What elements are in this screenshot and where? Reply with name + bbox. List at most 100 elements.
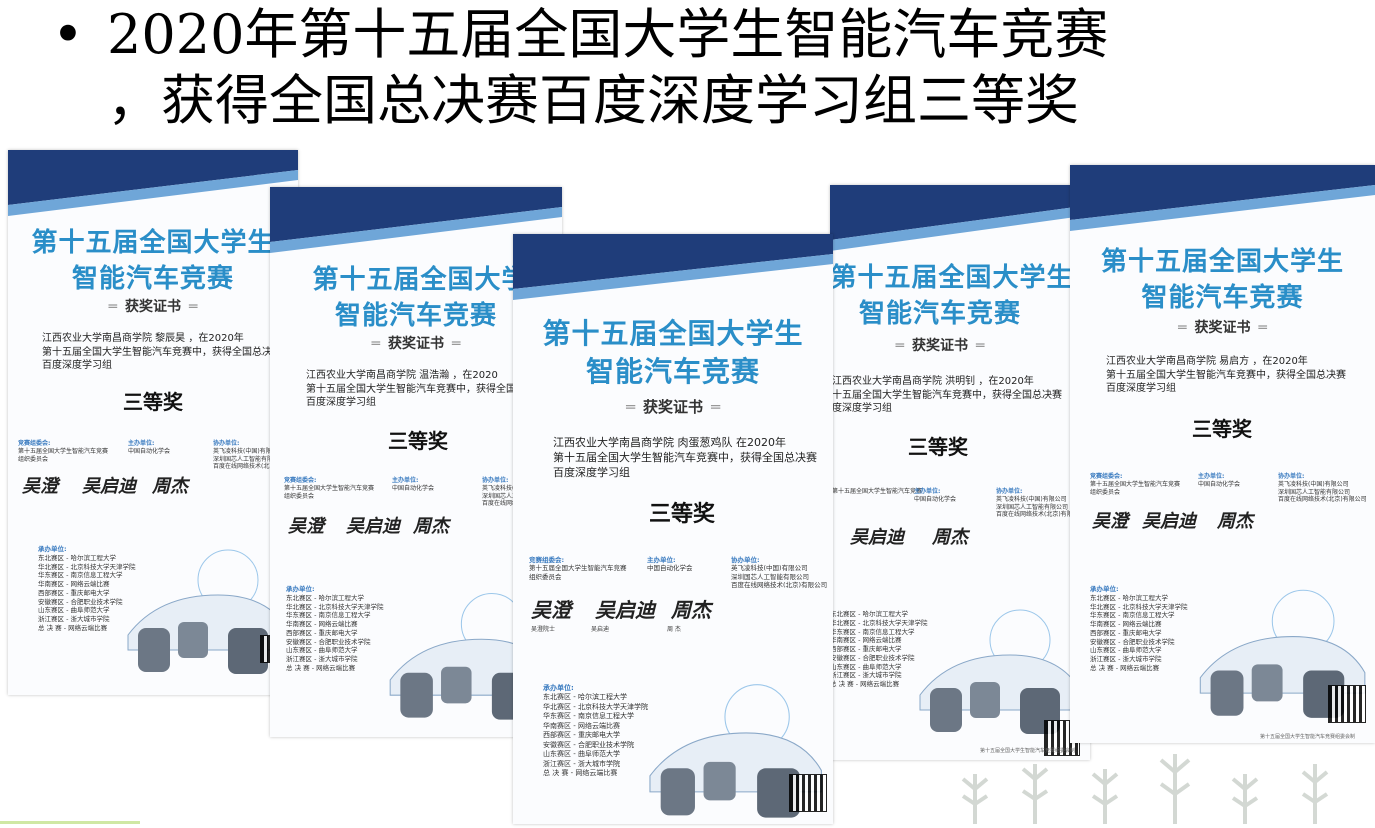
region-item: 西部赛区 - 重庆邮电大学 bbox=[38, 588, 110, 597]
host-label: 主办单位: bbox=[1198, 473, 1225, 480]
signatures: 吴启迪 周杰 bbox=[850, 523, 1080, 548]
region-item: 浙江赛区 - 浙大城市学院 bbox=[1090, 655, 1162, 664]
region-item: 东北赛区 - 哈尔滨工程大学 bbox=[286, 593, 364, 602]
certificate-banner bbox=[270, 187, 562, 257]
region-item: 东北赛区 - 哈尔滨工程大学 bbox=[38, 553, 116, 562]
certificate-body: 江西农业大学南昌商学院 黎辰昊 ，在2020年 第十五届全国大学生智能汽车竞赛中… bbox=[42, 332, 282, 373]
certificate-3: 第十五届全国大学生 智能汽车竞赛 获奖证书 江西农业大学南昌商学院 肉蛋葱鸡队 … bbox=[513, 234, 833, 824]
region-item: 总 决 赛 - 网络云端比赛 bbox=[1090, 663, 1160, 672]
certificate-4: 第十五届全国大学生 智能汽车竞赛 获奖证书 江西农业大学南昌商学院 洪明钊 ，在… bbox=[830, 185, 1090, 760]
body-line-3: 百度深度学习组 bbox=[1106, 383, 1176, 394]
car-illustration bbox=[118, 540, 293, 680]
host-label: 主办单位: bbox=[647, 556, 676, 564]
body-line-3: 百度深度学习组 bbox=[42, 360, 112, 371]
bullet-marker: • bbox=[52, 3, 84, 66]
region-item: 华北赛区 - 北京科技大学天津学院 bbox=[38, 562, 136, 571]
region-item: 山东赛区 - 曲阜师范大学 bbox=[286, 646, 358, 655]
committee-name: 第十五届全国大学生智能汽车竞赛 bbox=[529, 564, 627, 573]
signatures: 吴澄 吴启迪 周杰 bbox=[531, 594, 821, 622]
co-label: 协办单位: bbox=[213, 440, 240, 447]
signature-2: 吴启迪 bbox=[82, 476, 136, 497]
body-line-3: 百度深度学习组 bbox=[306, 397, 376, 408]
region-item: 山东赛区 - 曲阜师范大学 bbox=[830, 662, 902, 671]
co-label: 协办单位: bbox=[731, 556, 760, 564]
region-item: 总 决 赛 - 网络云端比赛 bbox=[286, 663, 356, 672]
host-label: 主办单位: bbox=[914, 488, 941, 495]
certificate-subtitle: 获奖证书 bbox=[270, 333, 562, 353]
certificate-heading-2: 智能汽车竞赛 bbox=[858, 299, 1021, 329]
committee-name: 第十五届全国大学生智能汽车竞赛 bbox=[1090, 480, 1181, 488]
committee-label: 竞赛组委会: bbox=[284, 477, 317, 484]
certificate-banner bbox=[830, 185, 1090, 255]
certificate-heading-1: 第十五届全国大学生 bbox=[1100, 247, 1344, 277]
certificate-subtitle: 获奖证书 bbox=[830, 335, 1070, 355]
region-item: 华北赛区 - 北京科技大学天津学院 bbox=[1090, 602, 1188, 611]
certificate-footer: 第十五届全国大学生智能汽车竞赛组委会制 bbox=[1260, 734, 1356, 740]
committee-suffix: 组织委员会 bbox=[529, 572, 562, 581]
committee-label: 竞赛组委会: bbox=[18, 440, 51, 447]
certificate-subtitle: 获奖证书 bbox=[1070, 317, 1375, 337]
region-item: 华南赛区 - 网络云端比赛 bbox=[286, 620, 358, 629]
corner-accent-line bbox=[0, 821, 140, 824]
co-label: 协办单位: bbox=[996, 488, 1023, 495]
committee-suffix: 组织委员会 bbox=[284, 492, 315, 500]
region-item: 东北赛区 - 哈尔滨工程大学 bbox=[1090, 593, 1168, 602]
signatures: 吴澄 吴启迪 周杰 bbox=[1092, 507, 1362, 532]
co-3: 百度在线网络技术(北京)有限公司 bbox=[1278, 496, 1367, 504]
committee-name: 第十五届全国大学生智能汽车竞赛 bbox=[18, 447, 109, 455]
region-item: 山东赛区 - 曲阜师范大学 bbox=[38, 606, 110, 615]
certificate-heading-1: 第十五届全国大学生 bbox=[542, 317, 804, 350]
region-item: 安徽赛区 - 合肥职业技术学院 bbox=[38, 597, 123, 606]
signer-2-name: 吴启迪 bbox=[591, 626, 610, 633]
certificate-footer: 第十五届全国大学生智能汽车竞赛组委会制 bbox=[980, 748, 1076, 754]
region-item: 浙江赛区 - 浙大城市学院 bbox=[286, 655, 358, 664]
certificate-heading-2: 智能汽车竞赛 bbox=[71, 264, 234, 294]
certificate-banner bbox=[513, 234, 833, 304]
committee-label: 竞赛组委会: bbox=[1090, 473, 1123, 480]
organizers-block: 竞赛组委会:第十五届全国大学生智能汽车竞赛组织委员会 主办单位:中国自动化学会 … bbox=[1090, 473, 1375, 523]
region-item: 华东赛区 - 南京信息工程大学 bbox=[543, 712, 634, 721]
host-name: 中国自动化学会 bbox=[128, 447, 171, 455]
signatures: 吴澄 吴启迪 周杰 bbox=[288, 512, 558, 537]
signature-2: 吴启迪 bbox=[1142, 511, 1196, 532]
qr-code bbox=[789, 774, 827, 812]
co-label: 协办单位: bbox=[482, 477, 509, 484]
signature-1: 吴澄 bbox=[22, 476, 58, 497]
certificate-banner bbox=[1070, 165, 1375, 235]
co-2: 深圳国芯人工智能有限公司 bbox=[731, 572, 809, 581]
signatures: 吴澄 吴启迪 周杰 bbox=[22, 472, 292, 497]
co-1: 英飞凌科技(中国)有限公司 bbox=[213, 447, 284, 455]
region-item: 安徽赛区 - 合肥职业技术学院 bbox=[1090, 637, 1175, 646]
body-line-2: 第十五届全国大学生智能汽车竞赛中，获得全国总决赛 bbox=[1106, 369, 1346, 381]
certificate-body: 江西农业大学南昌商学院 温浩瀚 ，在2020 第十五届全国大学生智能汽车竞赛中，… bbox=[306, 369, 536, 410]
region-item: 华北赛区 - 北京科技大学天津学院 bbox=[543, 702, 648, 711]
certificate-heading-2: 智能汽车竞赛 bbox=[334, 301, 497, 331]
committee-name: 第十五届全国大学生智能汽车竞赛 bbox=[832, 488, 923, 495]
regions-block: 承办单位: 东北赛区 - 哈尔滨工程大学 华北赛区 - 北京科技大学天津学院 华… bbox=[286, 585, 383, 673]
certificate-subtitle: 获奖证书 bbox=[8, 296, 298, 316]
certificate-heading-1: 第十五届全国大学生 bbox=[830, 263, 1074, 293]
region-item: 华南赛区 - 网络云端比赛 bbox=[543, 721, 620, 730]
signature-3: 周杰 bbox=[932, 527, 968, 548]
signature-3: 周杰 bbox=[413, 516, 449, 537]
region-item: 西部赛区 - 重庆邮电大学 bbox=[543, 731, 620, 740]
body-line-2: 十五届全国大学生智能汽车竞赛中，获得全国总决赛 bbox=[832, 389, 1062, 401]
prize-label: 三等奖 bbox=[908, 435, 968, 459]
region-item: 东北赛区 - 哈尔滨工程大学 bbox=[543, 693, 627, 702]
regions-block: 东北赛区 - 哈尔滨工程大学 华北赛区 - 北京科技大学天津学院 华东赛区 - … bbox=[830, 610, 927, 689]
region-item: 华南赛区 - 网络云端比赛 bbox=[1090, 620, 1162, 629]
certificate-heading-2: 智能汽车竞赛 bbox=[1141, 283, 1304, 313]
host-name: 中国自动化学会 bbox=[647, 564, 693, 573]
organizers-block: 第十五届全国大学生智能汽车竞赛 主办单位:中国自动化学会 协办单位:英飞凌科技(… bbox=[832, 488, 1090, 538]
committee-name: 第十五届全国大学生智能汽车竞赛 bbox=[284, 484, 375, 492]
recipient-line: 江西农业大学南昌商学院 易启方 ，在2020年 bbox=[1106, 356, 1308, 367]
certificate-body: 江西农业大学南昌商学院 肉蛋葱鸡队 在2020年 第十五届全国大学生智能汽车竞赛… bbox=[553, 436, 817, 481]
signature-3: 周杰 bbox=[671, 598, 711, 622]
body-line-3: 度深度学习组 bbox=[832, 403, 892, 414]
region-item: 安徽赛区 - 合肥职业技术学院 bbox=[830, 653, 915, 662]
region-item: 总 决 赛 - 网络云端比赛 bbox=[38, 623, 108, 632]
certificate-heading-1: 第十五届全国大学生 bbox=[31, 228, 275, 258]
title-line-1: 2020年第十五届全国大学生智能汽车竞赛 bbox=[107, 3, 1109, 66]
certificate-heading-2: 智能汽车竞赛 bbox=[585, 355, 760, 388]
host-label: 主办单位: bbox=[392, 477, 419, 484]
